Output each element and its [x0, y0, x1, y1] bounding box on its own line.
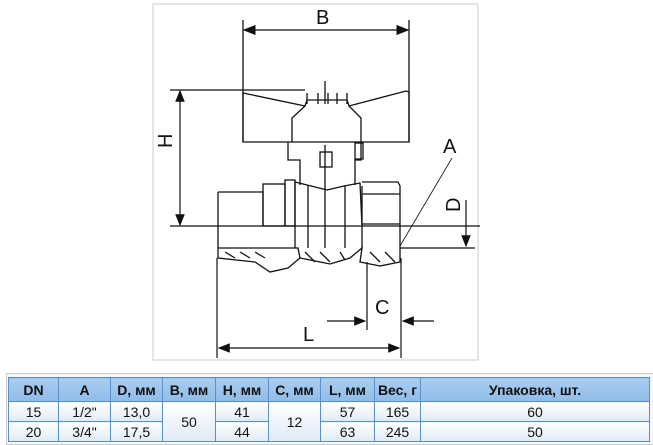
header-dn: DN	[8, 377, 59, 402]
cell-b: 50	[162, 401, 216, 442]
header-weight: Вес, г	[374, 377, 421, 402]
label-d: D	[443, 198, 465, 212]
cell-d: 17,5	[110, 421, 163, 442]
cell-l: 63	[320, 421, 375, 442]
cell-c: 12	[268, 401, 321, 442]
cell-a: 1/2"	[58, 401, 111, 422]
header-d: D, мм	[110, 377, 163, 402]
cell-a: 3/4"	[58, 421, 111, 442]
label-l: L	[303, 324, 314, 346]
cell-d: 13,0	[110, 401, 163, 422]
header-l: L, мм	[320, 377, 375, 402]
label-c: C	[375, 297, 389, 319]
cell-h: 44	[215, 421, 269, 442]
ball-valve-drawing: B H A D C L	[152, 3, 480, 361]
table-row: 15 1/2" 13,0 50 41 12 57 165 60	[8, 401, 650, 442]
label-h: H	[155, 134, 177, 148]
header-a: A	[58, 377, 111, 402]
cell-pack: 60	[420, 401, 650, 422]
cell-weight: 165	[374, 401, 421, 422]
cell-h: 41	[215, 401, 269, 422]
header-h: H, мм	[215, 377, 269, 402]
table-row: 20 3/4" 17,5 44 63 245 50	[8, 421, 650, 442]
header-c: C, мм	[268, 377, 321, 402]
cell-weight: 245	[374, 421, 421, 442]
drawing-frame	[152, 3, 479, 361]
specs-table: DN A D, мм B, мм H, мм C, мм L, мм Вес, …	[8, 377, 650, 442]
header-pack: Упаковка, шт.	[420, 377, 650, 402]
label-b: B	[316, 7, 329, 29]
label-a: A	[443, 136, 457, 158]
header-b: B, мм	[162, 377, 216, 402]
table-header-row: DN A D, мм B, мм H, мм C, мм L, мм Вес, …	[8, 377, 650, 402]
cell-pack: 50	[420, 421, 650, 442]
cell-dn: 15	[8, 401, 59, 422]
cell-dn: 20	[8, 421, 59, 442]
cell-l: 57	[320, 401, 375, 422]
